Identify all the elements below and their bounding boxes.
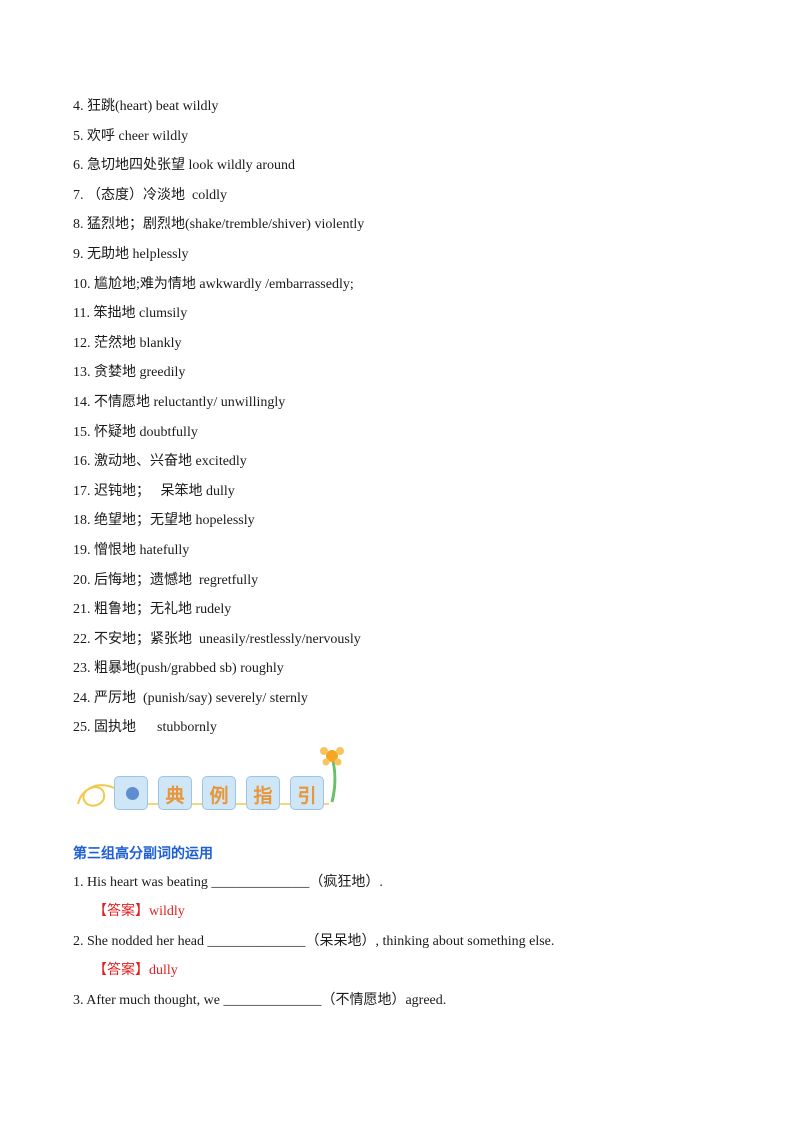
banner-tile: 指 [246,776,280,810]
banner-char: 引 [297,785,317,807]
banner-char: 指 [253,785,273,807]
banner-char: 典 [165,785,185,807]
banner-tile-dot [114,776,148,810]
example-guide-banner: 典 例 指 引 [74,746,354,816]
banner-char: 例 [209,785,229,807]
list-item: 14. 不情愿地 reluctantly/ unwillingly [73,394,286,410]
list-item: 12. 茫然地 blankly [73,335,182,351]
list-item: 16. 激动地、兴奋地 excitedly [73,454,247,470]
list-item: 10. 尴尬地;难为情地 awkwardly /embarrassedly; [73,276,354,292]
list-item: 25. 固执地 stubbornly [73,720,217,736]
list-item: 24. 严厉地 (punish/say) severely/ sternly [73,690,308,706]
question-2: 2. She nodded her head ______________（呆呆… [73,934,555,949]
list-item: 23. 粗暴地(push/grabbed sb) roughly [73,661,284,677]
banner-tile: 例 [202,776,236,810]
vocab-list: 4. 狂跳(heart) beat wildly 5. 欢呼 cheer wil… [73,96,364,747]
list-item: 7. （态度）冷淡地 coldly [73,187,227,203]
answer-1: 【答案】wildly [93,904,185,919]
list-item: 22. 不安地；紧张地 uneasily/restlessly/nervousl… [73,631,361,647]
list-item: 6. 急切地四处张望 look wildly around [73,158,296,174]
banner-tile: 引 [290,776,324,810]
list-item: 19. 憎恨地 hatefully [73,542,190,558]
section-title: 第三组高分副词的运用 [73,846,213,862]
list-item: 20. 后悔地；遗憾地 regretfully [73,572,259,588]
list-item: 11. 笨拙地 clumsily [73,306,188,322]
list-item: 21. 粗鲁地；无礼地 rudely [73,602,232,618]
list-item: 18. 绝望地；无望地 hopelessly [73,513,255,529]
circle-icon [126,787,139,800]
list-item: 15. 怀疑地 doubtfully [73,424,198,440]
question-1: 1. His heart was beating ______________（… [73,875,383,890]
list-item: 5. 欢呼 cheer wildly [73,128,189,144]
answer-2: 【答案】dully [93,963,178,978]
list-item: 4. 狂跳(heart) beat wildly [73,99,219,114]
list-item: 17. 迟钝地； 呆笨地 dully [73,483,235,499]
list-item: 8. 猛烈地；剧烈地(shake/tremble/shiver) violent… [73,217,365,233]
list-item: 9. 无助地 helplessly [73,246,189,262]
banner-tile: 典 [158,776,192,810]
list-item: 13. 贪婪地 greedily [73,365,186,381]
question-3: 3. After much thought, we ______________… [73,993,447,1008]
